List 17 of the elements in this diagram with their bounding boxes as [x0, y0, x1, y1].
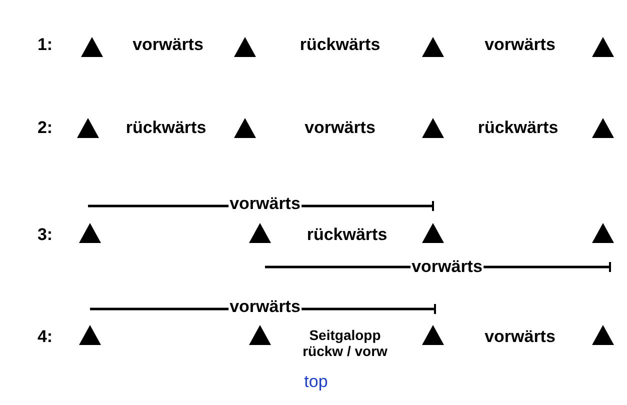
triangle-marker [79, 325, 101, 345]
triangle-marker [79, 223, 101, 243]
triangle-marker [592, 37, 614, 57]
triangle-marker [249, 223, 271, 243]
triangle-marker [77, 118, 99, 138]
triangle-marker [422, 223, 444, 243]
triangle-marker [249, 325, 271, 345]
triangle-marker [592, 325, 614, 345]
triangle-marker [234, 118, 256, 138]
triangle-marker [234, 37, 256, 57]
triangle-marker [592, 118, 614, 138]
triangle-marker [422, 325, 444, 345]
triangle-marker [422, 37, 444, 57]
triangle-marker [422, 118, 444, 138]
triangle-marker [81, 37, 103, 57]
triangle-marker [592, 223, 614, 243]
top-link: top [303, 373, 329, 391]
